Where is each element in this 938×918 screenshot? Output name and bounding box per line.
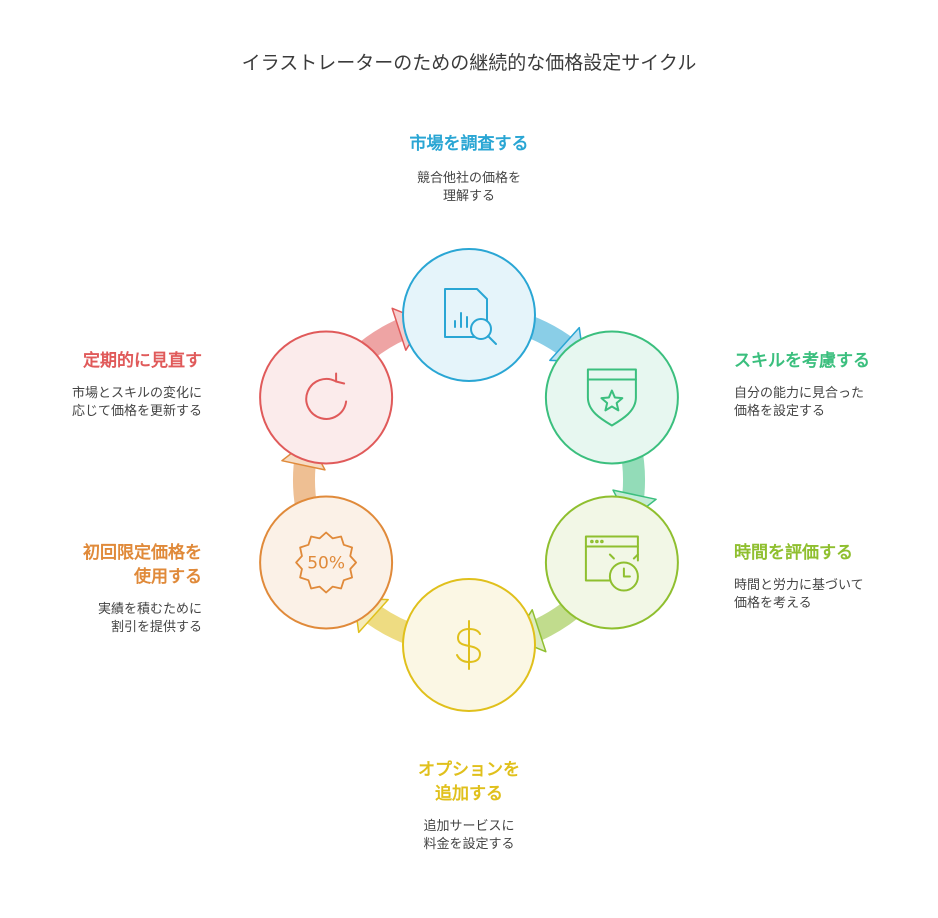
discount-50-badge-icon: 50%: [295, 531, 358, 594]
step-label-review-regularly: 定期的に見直す: [83, 351, 202, 371]
shield-star-icon: [586, 368, 637, 427]
step-desc-evaluate-time: 時間と労力に基づいて 価格を考える: [734, 578, 864, 611]
node-intro-price: [259, 495, 394, 630]
refresh-icon: [305, 372, 348, 420]
step-label-research-market: 市場を調査する: [409, 134, 529, 154]
step-desc-review-regularly: 市場とスキルの変化に 応じて価格を更新する: [71, 386, 202, 419]
document-search-icon: [444, 288, 497, 345]
step-desc-research-market: 競合他社の価格を 理解する: [416, 171, 521, 204]
step-label-intro-price: 初回限定価格を 使用する: [83, 543, 202, 587]
step-label-add-options: オプションを 追加する: [418, 760, 520, 804]
node-evaluate-time: [544, 495, 679, 630]
window-clock-icon: [584, 535, 639, 592]
step-desc-intro-price: 実績を積むために 割引を提供する: [97, 602, 202, 635]
step-label-consider-skill: スキルを考慮する: [734, 351, 870, 371]
diagram-title: イラストレーターのための継続的な価格設定サイクル: [241, 52, 697, 74]
svg-text:50%: 50%: [307, 554, 345, 574]
step-desc-consider-skill: 自分の能力に見合った 価格を設定する: [734, 386, 865, 419]
dollar-icon: [456, 620, 481, 670]
step-desc-add-options: 追加サービスに 料金を設定する: [423, 819, 515, 852]
node-review-regularly: [259, 330, 394, 465]
step-label-evaluate-time: 時間を評価する: [734, 543, 853, 563]
node-consider-skill: [544, 330, 679, 465]
node-research-market: [402, 248, 536, 382]
